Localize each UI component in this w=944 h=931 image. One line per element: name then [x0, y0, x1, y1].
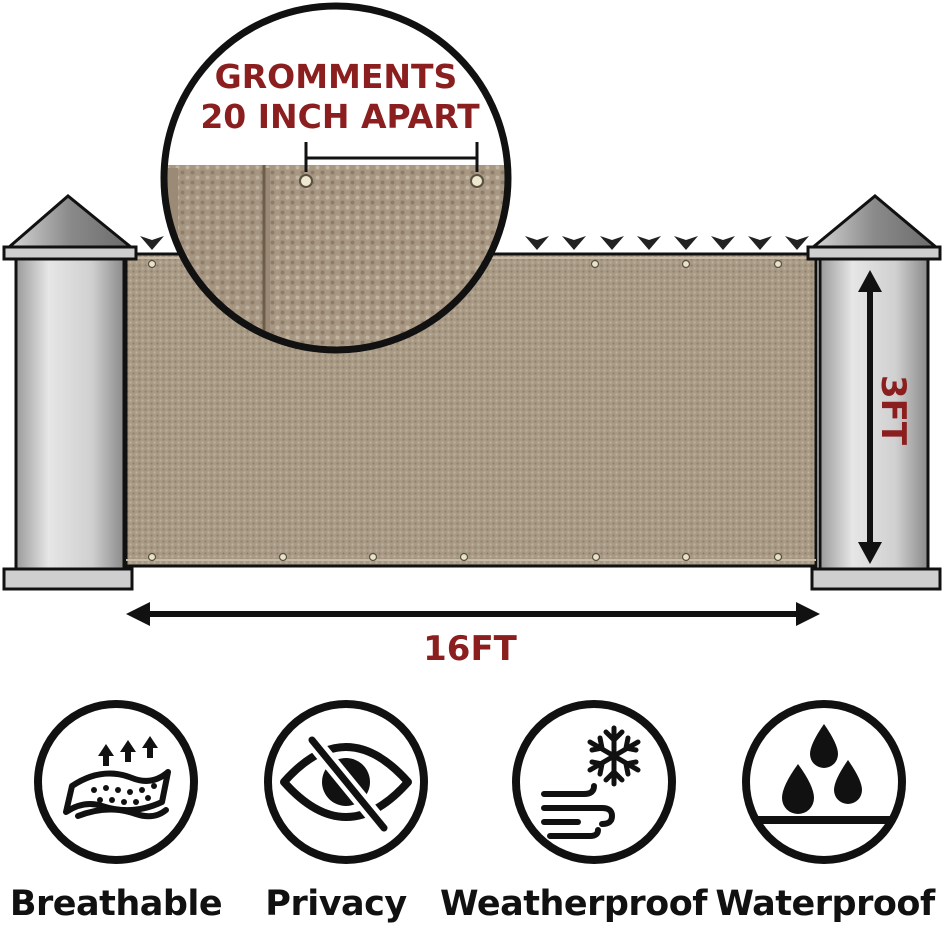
- left-pillar: [2, 194, 138, 591]
- water-drops-icon: [742, 700, 906, 864]
- snowflake-wind-icon: [512, 700, 676, 864]
- callout-line-2: 20 INCH APART: [200, 97, 480, 136]
- feature-label-privacy: Privacy: [265, 884, 407, 924]
- feature-label-waterproof: Waterproof: [715, 884, 935, 924]
- height-label: 3FT: [873, 375, 913, 446]
- grommet-spacing-marker: [304, 142, 479, 172]
- feature-label-breathable: Breathable: [9, 884, 223, 924]
- width-label: 16FT: [423, 629, 518, 669]
- height-arrow: [858, 270, 882, 564]
- privacy-eye-crossed-icon: [264, 700, 428, 864]
- feature-label-weatherproof: Weatherproof: [440, 884, 708, 924]
- fence-spikes: [140, 236, 809, 250]
- grommets: [147, 259, 783, 562]
- width-arrow: [126, 602, 820, 626]
- callout-line-1: GROMMENTS: [215, 57, 458, 96]
- breathable-fabric-icon: [34, 700, 198, 864]
- right-pillar: [806, 194, 942, 591]
